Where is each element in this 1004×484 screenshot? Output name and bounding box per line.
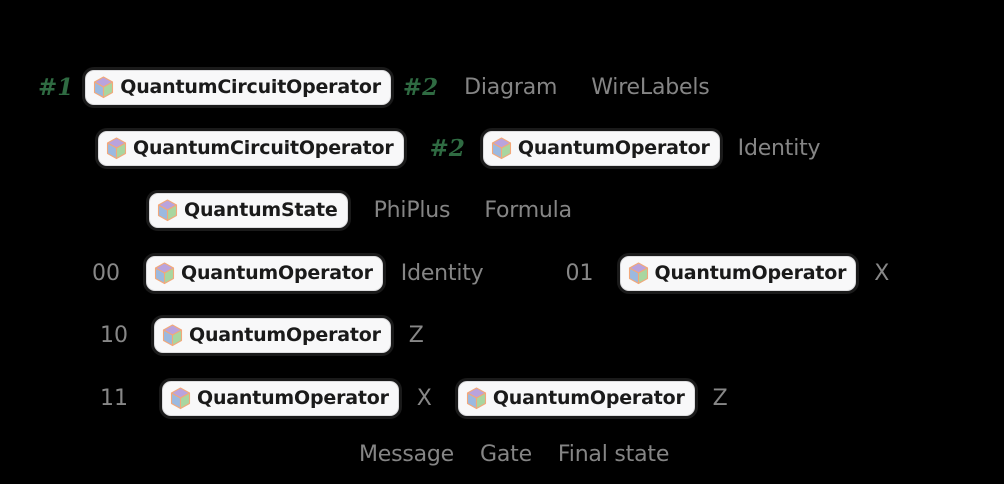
quantum-operator-pill[interactable]: QuantumOperator: [154, 318, 391, 353]
bitstring-01: 01: [565, 260, 594, 286]
option-label-formula: Formula: [484, 197, 572, 223]
pill-label: QuantumOperator: [492, 387, 685, 409]
quantum-operator-pill[interactable]: QuantumOperator: [619, 256, 857, 291]
option-label-phiplus: PhiPlus: [373, 197, 451, 223]
column-heading-message: Message: [359, 442, 455, 467]
option-label-wirelabels: WireLabels: [591, 74, 710, 100]
output-reference-2: #2: [402, 74, 439, 101]
option-label-diagram: Diagram: [464, 74, 558, 100]
bitstring-11: 11: [100, 385, 128, 411]
pill-label: QuantumOperator: [181, 262, 373, 284]
gate-label-z: Z: [712, 385, 728, 411]
expression-row-2: QuantumCircuitOperator #2 QuantumOperato…: [98, 131, 821, 166]
expression-row-5: 10 QuantumOperator Z: [100, 318, 424, 353]
expression-row-3: QuantumState PhiPlus Formula: [149, 193, 572, 228]
cube-icon: [106, 137, 127, 160]
expression-row-6: 11 QuantumOperator X QuantumOperator Z: [100, 381, 728, 416]
output-reference-2: #2: [429, 135, 465, 162]
expression-row-1: #1 QuantumCircuitOperator #2 Diagram Wir…: [38, 70, 710, 105]
cube-icon: [157, 199, 178, 222]
quantum-operator-pill[interactable]: QuantumOperator: [457, 381, 695, 416]
bitstring-10: 10: [100, 322, 128, 348]
expression-row-4: 00 QuantumOperator Identity 01 QuantumOp…: [92, 256, 889, 291]
pill-label: QuantumCircuitOperator: [133, 137, 394, 159]
output-reference-1: #1: [38, 74, 74, 101]
pill-label: QuantumOperator: [189, 324, 381, 346]
quantum-operator-pill[interactable]: QuantumOperator: [146, 256, 383, 291]
quantum-operator-pill[interactable]: QuantumOperator: [162, 381, 399, 416]
cube-icon: [94, 76, 114, 99]
column-heading-gate: Gate: [480, 442, 532, 467]
gate-label-x: X: [416, 385, 432, 411]
column-heading-final-state: Final state: [557, 442, 670, 467]
cube-icon: [628, 262, 648, 285]
quantum-state-pill[interactable]: QuantumState: [149, 193, 348, 228]
cube-icon: [162, 324, 183, 347]
cube-icon: [491, 137, 511, 160]
option-label-identity: Identity: [737, 135, 821, 161]
pill-label: QuantumOperator: [654, 262, 847, 284]
cube-icon: [466, 387, 486, 410]
gate-label-z: Z: [408, 322, 424, 348]
pill-label: QuantumOperator: [197, 387, 389, 409]
quantum-operator-pill[interactable]: QuantumOperator: [482, 131, 720, 166]
gate-label-identity: Identity: [400, 260, 484, 286]
cube-icon: [154, 262, 175, 285]
quantum-circuit-operator-pill[interactable]: QuantumCircuitOperator: [85, 70, 391, 105]
quantum-circuit-operator-pill[interactable]: QuantumCircuitOperator: [98, 131, 404, 166]
pill-label: QuantumCircuitOperator: [120, 76, 381, 98]
cube-icon: [170, 387, 191, 410]
pill-label: QuantumOperator: [517, 137, 710, 159]
pill-label: QuantumState: [184, 199, 338, 221]
bitstring-00: 00: [92, 260, 120, 286]
gate-label-x: X: [874, 260, 890, 286]
column-headings-row: Message Gate Final state: [359, 444, 669, 466]
